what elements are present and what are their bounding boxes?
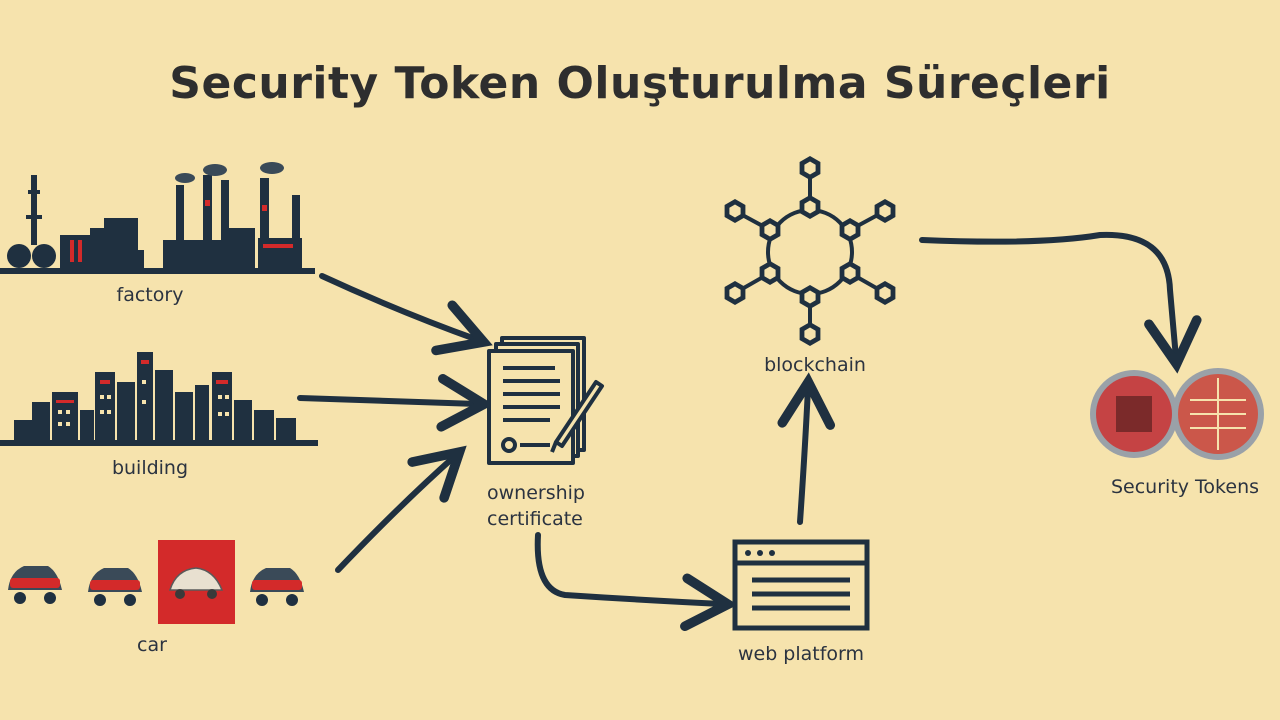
web-platform-label: web platform [737,643,865,665]
arrow-certificate-to-web-platform [534,532,738,632]
blockchain-node-center [844,223,856,237]
factory-label: factory [116,284,184,306]
blockchain-node-center [879,286,891,300]
blockchain-node-center [729,204,741,218]
security-tokens-label: Security Tokens [1110,476,1260,498]
blockchain-node-center [764,223,776,237]
document-with-pen-icon [487,336,604,465]
blockchain-node-center [804,200,816,214]
hexagon-network-icon [724,156,896,346]
blockchain-node-center [879,204,891,218]
building-label: building [111,457,189,479]
blockchain-node-center [764,266,776,280]
ownership-certificate-label-line2: certificate [487,508,583,530]
blockchain-node-center [844,266,856,280]
building-red-accents [56,360,228,403]
city-skyline-icon [0,352,318,446]
ownership-certificate-label-line1: ownership [487,482,585,504]
browser-window-icon [732,539,870,631]
blockchain-label: blockchain [764,354,866,376]
blockchain-node-center [729,286,741,300]
blockchain-node-center [804,327,816,341]
arrow-web-platform-to-blockchain [777,372,836,525]
car-label: car [137,634,167,656]
factory-red-accents [70,200,293,262]
arrow-blockchain-to-tokens [919,231,1202,374]
arrow-car-to-certificate [335,445,467,573]
arrow-factory-to-certificate [319,273,493,356]
coin-icon [1090,368,1264,460]
browser-dots [745,550,775,556]
arrow-building-to-certificate [297,374,494,432]
page-title: Security Token Oluşturulma Süreçleri [169,58,1111,109]
factory-skyline-icon [0,162,315,274]
blockchain-node-center [804,290,816,304]
building-windows [58,380,229,426]
ownership-certificate-label: ownership certificate [487,480,627,532]
car-icon [8,540,304,624]
blockchain-node-center [804,161,816,175]
